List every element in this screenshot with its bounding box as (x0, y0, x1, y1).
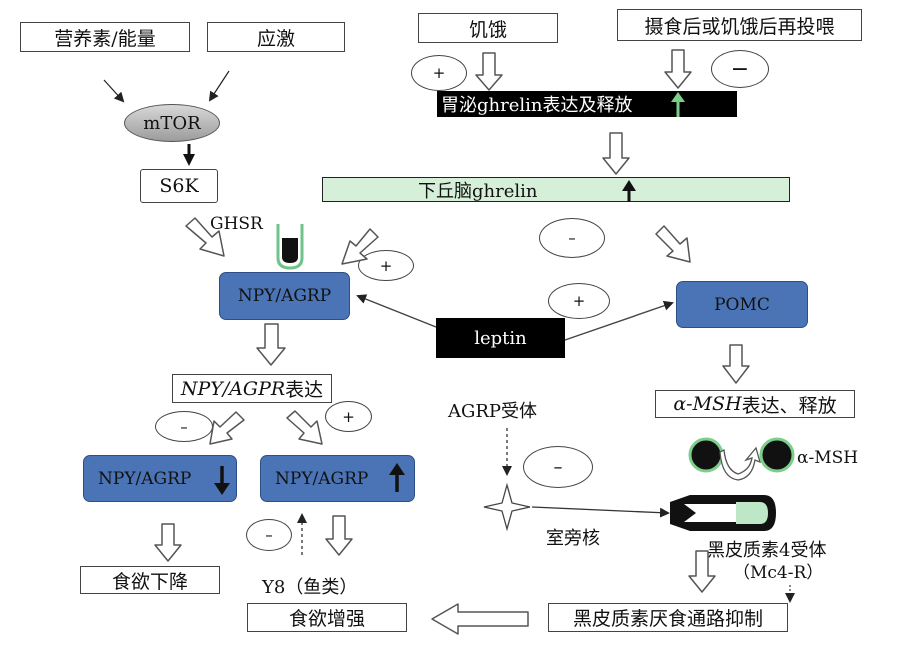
plus-oval-leptin: + (548, 283, 610, 319)
hollow-arrow-feeding (664, 49, 692, 89)
up-arrowhead-npy (389, 463, 405, 475)
minus-oval-feeding: − (711, 50, 769, 88)
appetite-up-label: 食欲增强 (288, 608, 365, 630)
minus-sign: – (568, 229, 576, 247)
nutrients-label: 营养素/能量 (54, 27, 156, 50)
s6k-box: S6K (140, 169, 218, 203)
hollow-arrow-hypo-pomc (655, 225, 691, 263)
minus-oval-receptor: – (523, 446, 593, 488)
melanocortin-inhibit-box: 黑皮质素厌食通路抑制 (548, 603, 788, 632)
down-arrowhead-npy (214, 483, 230, 495)
plus-oval-hunger: + (411, 55, 467, 91)
msh-label: α-MSH (797, 448, 859, 468)
stomach-ghrelin-label: 胃泌ghrelin表达及释放 (441, 95, 633, 116)
msh-circle-left (688, 437, 724, 473)
mc4r-label: 黑皮质素4受体 (707, 540, 827, 561)
npy-down-label: NPY/AGRP (98, 468, 192, 489)
melanocortin-inhibit-label: 黑皮质素厌食通路抑制 (572, 608, 763, 630)
minus-sign: – (180, 417, 188, 436)
green-up-arrowhead (671, 92, 685, 102)
minus-sign: − (730, 56, 750, 82)
ghsr-ligand-icon (282, 238, 298, 263)
leptin-box: leptin (436, 318, 565, 358)
after-feeding-label: 摄食后或饥饿后再投喂 (644, 15, 835, 38)
npy-down-box: NPY/AGRP (83, 455, 237, 502)
arrow-pvn-mc4r (531, 506, 670, 518)
hunger-box: 饥饿 (418, 13, 558, 43)
arrow-leptin-pomc (564, 300, 674, 341)
arrow-leptin-npy (356, 294, 437, 328)
msh-circle-right (759, 437, 795, 473)
hollow-arrow-plus-npy (341, 228, 379, 265)
hollow-arrow-hunger (475, 52, 503, 91)
arrow-stress-mtor (208, 70, 230, 102)
hypothalamus-ghrelin-label: 下丘脑ghrelin (418, 180, 538, 202)
leptin-label: leptin (474, 327, 527, 349)
appetite-down-label: 食欲下降 (111, 570, 188, 593)
mc4r-receptor-inner (684, 504, 736, 522)
plus-sign: + (342, 407, 355, 426)
plus-sign: + (432, 64, 446, 82)
minus-oval-hypothalamus: – (539, 218, 605, 258)
hollow-arrow-to-appetite (431, 603, 529, 635)
hypothalamus-ghrelin-bar: 下丘脑ghrelin (322, 177, 790, 202)
hollow-arrow-pomc-msh (722, 344, 750, 384)
pvn-star-icon (483, 482, 531, 532)
npy-agrp-label: NPY/AGRP (237, 286, 332, 306)
hollow-arrow-npy-expr (256, 323, 286, 366)
hollow-arrow-mc4r (688, 550, 716, 593)
hollow-arrow-up-y8 (325, 515, 353, 556)
plus-oval-npy: + (358, 250, 414, 281)
plus-sign: + (379, 256, 393, 275)
hollow-arrow-s6k-npy (185, 217, 225, 257)
pvn-label: 室旁核 (546, 528, 600, 549)
npy-expr-rest: 表达 (285, 379, 324, 401)
hollow-arrow-expr-up (286, 410, 323, 445)
npy-up-box: NPY/AGRP (260, 455, 415, 502)
msh-expr-rest: 表达、释放 (741, 394, 837, 417)
stress-box: 应激 (207, 22, 345, 52)
hollow-arrow-stomach-hypo (602, 132, 630, 175)
plus-sign: + (572, 292, 586, 310)
npy-agrp-box: NPY/AGRP (219, 272, 350, 320)
black-up-arrowhead-hypo (622, 180, 636, 191)
nutrients-box: 营养素/能量 (20, 22, 190, 52)
ghsr-label: GHSR (210, 214, 263, 234)
y8-label: Y8（鱼类） (262, 577, 358, 598)
msh-expr-ital: α-MSH (673, 393, 742, 415)
hollow-arrow-down-appetite (154, 523, 182, 562)
pomc-label: POMC (714, 294, 770, 315)
mc4r-receptor-green (736, 502, 768, 524)
appetite-down-box: 食欲下降 (80, 566, 220, 594)
appetite-up-box: 食欲增强 (247, 603, 407, 632)
mtor-label: mTOR (143, 112, 201, 134)
minus-sign: – (553, 456, 563, 478)
minus-oval-y8: – (246, 519, 292, 551)
plus-oval-up: + (325, 401, 372, 432)
mtor-ellipse: mTOR (124, 104, 220, 142)
stress-label: 应激 (256, 27, 295, 50)
agrp-receptor-label: AGRP受体 (448, 401, 538, 422)
hunger-label: 饥饿 (468, 18, 507, 41)
msh-curved-arrow (719, 446, 761, 481)
mc4r-sub: （Mc4-R） (733, 563, 824, 583)
after-feeding-box: 摄食后或饥饿后再投喂 (617, 9, 862, 41)
ghsr-receptor-icon (276, 224, 304, 270)
arrow-nutrients-mtor (103, 79, 125, 103)
npy-up-label: NPY/AGRP (275, 468, 369, 489)
s6k-label: S6K (159, 175, 199, 197)
pomc-box: POMC (676, 281, 808, 328)
stomach-ghrelin-bar: 胃泌ghrelin表达及释放 (437, 91, 737, 117)
minus-sign: – (265, 526, 273, 544)
npy-expr-ital: NPY/AGPR (180, 377, 286, 400)
hollow-arrow-expr-down (209, 411, 245, 445)
